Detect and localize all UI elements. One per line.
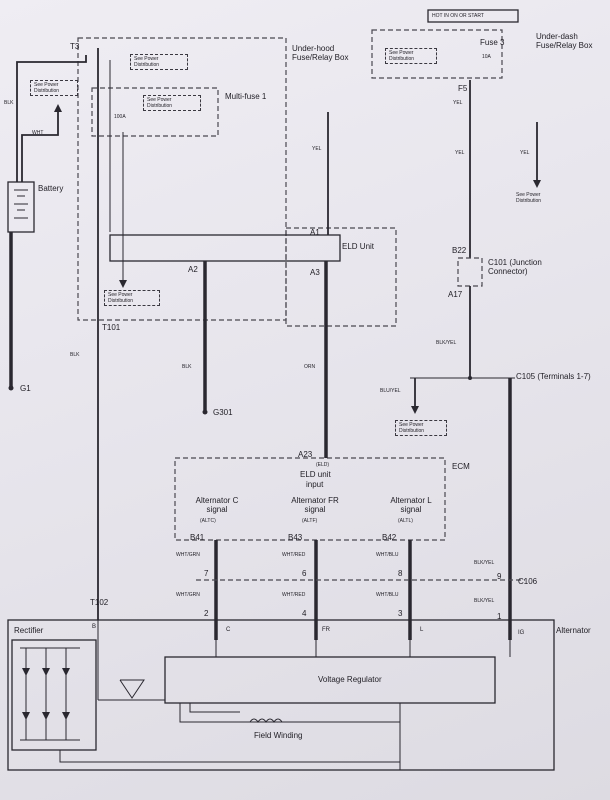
underdash-box-outline — [371, 29, 503, 79]
eld-unit-label: ELD Unit — [342, 242, 375, 251]
see-power-tag: See Power Distribution — [30, 80, 78, 96]
alt-terminal-c: C — [226, 627, 231, 633]
see-power-tag: See Power Distribution — [130, 54, 188, 70]
pin-a1: A1 — [310, 228, 320, 237]
wire-color-blk-yel: BLK/YEL — [436, 340, 457, 346]
see-power-tag: See Power Distribution — [104, 290, 160, 306]
pin-b41: B41 — [190, 533, 205, 542]
see-power-tag: See Power Distribution — [395, 420, 447, 436]
wire-color-wht-grn: WHT/GRN — [176, 592, 200, 598]
underdash-label: Under-dash Fuse/Relay Box — [536, 32, 593, 50]
eld-unit-body — [109, 234, 341, 262]
alt-terminal-l: L — [420, 627, 424, 633]
pin-b42: B42 — [382, 533, 397, 542]
c106-label: C106 — [518, 577, 538, 586]
wire-color-wht-blu: WHT/BLU — [376, 552, 399, 558]
alt-terminal-b: B — [92, 624, 97, 630]
wire-color-yel: YEL — [453, 100, 463, 106]
alternator-box-outline — [7, 619, 555, 771]
alternator-label: Alternator — [556, 626, 591, 635]
alt-terminal-ig: IG — [518, 630, 525, 636]
pin-a2: A2 — [188, 265, 198, 274]
pin-a17: A17 — [448, 290, 463, 299]
wire-color-wht-grn: WHT/GRN — [176, 552, 200, 558]
underhood-box-outline — [77, 37, 287, 321]
wire-color-wht: WHT — [32, 130, 44, 136]
altf-code: (ALTF) — [302, 518, 318, 524]
wire-color-yel: YEL — [520, 150, 530, 156]
wire-color-wht-red: WHT/RED — [282, 552, 306, 558]
see-power-tag: See Power Distribution — [385, 48, 437, 64]
pin-a23: A23 — [298, 450, 313, 459]
wire-color-blk: BLK — [70, 352, 80, 358]
fuse-rating: 100A — [114, 114, 126, 120]
voltage-regulator-label: Voltage Regulator — [318, 675, 382, 684]
wire-color-blk-yel: BLK/YEL — [474, 598, 495, 604]
rectifier-box — [11, 639, 97, 751]
wire-color-blk: BLK — [182, 364, 192, 370]
altl-code: (ALTL) — [398, 518, 413, 524]
hot-note-box — [427, 9, 519, 23]
alternator-c-signal: Alternator C signal — [195, 496, 239, 514]
battery-symbol — [7, 181, 35, 233]
c106-pin-8: 8 — [398, 569, 403, 578]
hot-note: HOT IN ON OR START — [432, 13, 484, 19]
eld-input-code: (ELD) — [316, 462, 330, 468]
c106-pin-6: 6 — [302, 569, 307, 578]
pin-a3: A3 — [310, 268, 320, 277]
alt-pin-3: 3 — [398, 609, 403, 618]
wire-color-blk-yel: BLK/YEL — [474, 560, 495, 566]
wire-color-wht-blu: WHT/BLU — [376, 592, 399, 598]
c101-label: C101 (Junction Connector) — [488, 258, 542, 276]
alt-pin-2: 2 — [204, 609, 209, 618]
c106-pin-9: 9 — [497, 572, 502, 581]
terminal-f5: F5 — [458, 84, 468, 93]
c101-junction — [457, 257, 483, 287]
wire-color-wht-red: WHT/RED — [282, 592, 306, 598]
c105-label: C105 (Terminals 1-7) — [516, 372, 591, 381]
ecm-label: ECM — [452, 462, 470, 471]
terminal-t101: T101 — [102, 323, 121, 332]
ground-g1: G1 — [20, 384, 31, 393]
alt-terminal-fr: FR — [322, 627, 330, 633]
ground-g301: G301 — [213, 408, 233, 417]
rectifier-label: Rectifier — [14, 626, 44, 635]
eld-input-sub: input — [306, 480, 324, 489]
alternator-l-signal: Alternator L signal — [390, 496, 432, 514]
underhood-label: Under-hood Fuse/Relay Box — [292, 44, 349, 62]
wire-color-blk: BLK — [4, 100, 14, 106]
wire-color-blu-yel: BLU/YEL — [380, 388, 401, 394]
pin-b43: B43 — [288, 533, 303, 542]
multifuse-label: Multi-fuse 1 — [225, 92, 267, 101]
field-winding-label: Field Winding — [254, 731, 303, 740]
battery-label: Battery — [38, 184, 64, 193]
alt-pin-1: 1 — [497, 612, 502, 621]
wire-color-yel: YEL — [312, 146, 322, 152]
eld-unit-box-outline — [285, 227, 397, 327]
terminal-t102: T102 — [90, 598, 109, 607]
fuse-3-rating: 10A — [482, 54, 491, 60]
voltage-regulator-box — [164, 656, 496, 704]
wire-color-orn: ORN — [304, 364, 316, 370]
multifuse-box-outline — [91, 87, 219, 137]
alt-pin-4: 4 — [302, 609, 307, 618]
see-power-tag: See Power Distribution — [143, 95, 201, 111]
fuse-3-label: Fuse 3 — [480, 38, 505, 47]
altc-code: (ALTC) — [200, 518, 216, 524]
pin-b22: B22 — [452, 246, 467, 255]
see-power-tag: See Power Distribution — [516, 192, 542, 204]
terminal-t3: T3 — [70, 42, 80, 51]
alternator-fr-signal: Alternator FR signal — [291, 496, 339, 514]
stator-delta-symbol — [119, 679, 145, 699]
wire-color-yel: YEL — [455, 150, 465, 156]
eld-input-title: ELD unit — [300, 470, 331, 479]
c106-pin-7: 7 — [204, 569, 209, 578]
field-winding-coil — [249, 718, 283, 723]
